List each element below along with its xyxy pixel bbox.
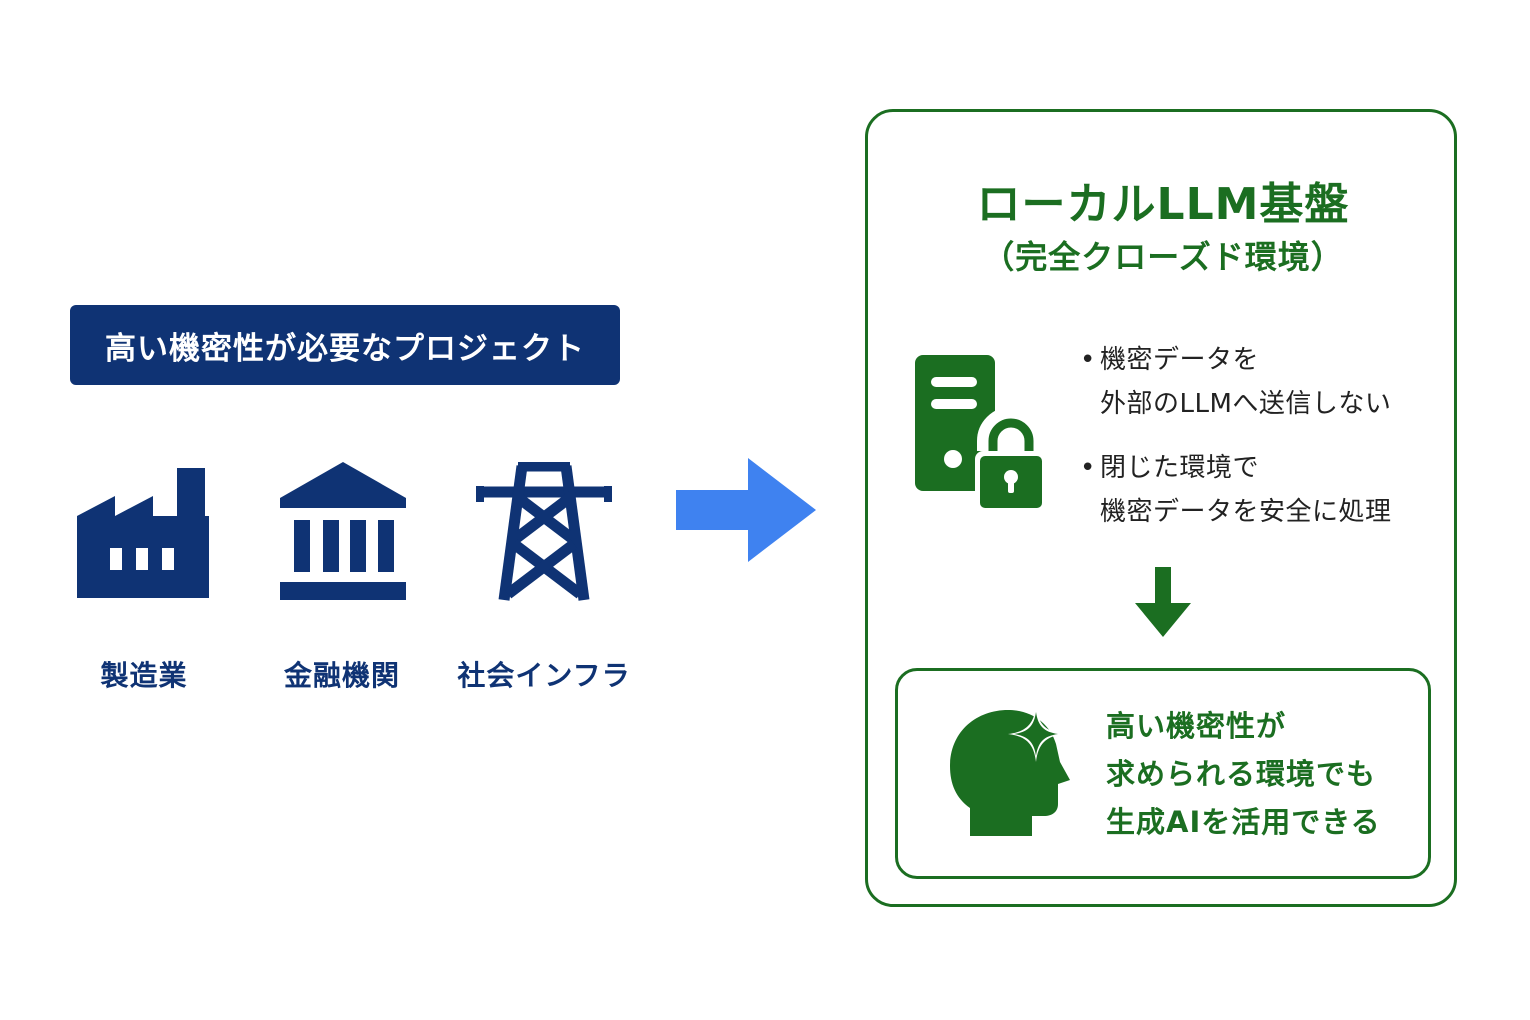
bullet-2-line2: 機密データを安全に処理 — [1100, 497, 1392, 527]
bullet-item-1: •機密データを 外部のLLMへ送信しない — [1080, 338, 1391, 426]
result-text: 高い機密性が 求められる環境でも 生成AIを活用できる — [1106, 702, 1381, 846]
arrow-down-icon — [1135, 567, 1191, 643]
result-line-1: 高い機密性が — [1106, 709, 1287, 743]
sector-label-infrastructure: 社会インフラ — [457, 659, 631, 692]
bullet-item-2: •閉じた環境で 機密データを安全に処理 — [1080, 446, 1392, 534]
factory-icon — [77, 466, 211, 600]
bank-icon — [278, 462, 408, 602]
arrow-right-icon — [676, 458, 818, 566]
result-line-3: 生成AIを活用できる — [1106, 805, 1381, 839]
panel-title: ローカルLLM基盤 — [976, 179, 1350, 230]
bullet-1-line1: 機密データを — [1100, 345, 1260, 375]
power-tower-icon — [474, 462, 614, 602]
panel-subtitle: （完全クローズド環境） — [982, 238, 1344, 276]
server-lock-icon — [913, 355, 1053, 521]
heading-banner: 高い機密性が必要なプロジェクト — [70, 305, 620, 385]
sector-label-finance: 金融機関 — [283, 659, 400, 692]
bullet-2-line1: 閉じた環境で — [1100, 453, 1260, 483]
local-llm-panel — [865, 109, 1457, 907]
result-line-2: 求められる環境でも — [1106, 757, 1377, 791]
bullet-1-line2: 外部のLLMへ送信しない — [1100, 389, 1392, 419]
result-box — [895, 668, 1431, 879]
head-sparkle-icon — [950, 706, 1070, 844]
sector-label-manufacturing: 製造業 — [100, 659, 188, 692]
heading-text: 高い機密性が必要なプロジェクト — [105, 330, 585, 367]
